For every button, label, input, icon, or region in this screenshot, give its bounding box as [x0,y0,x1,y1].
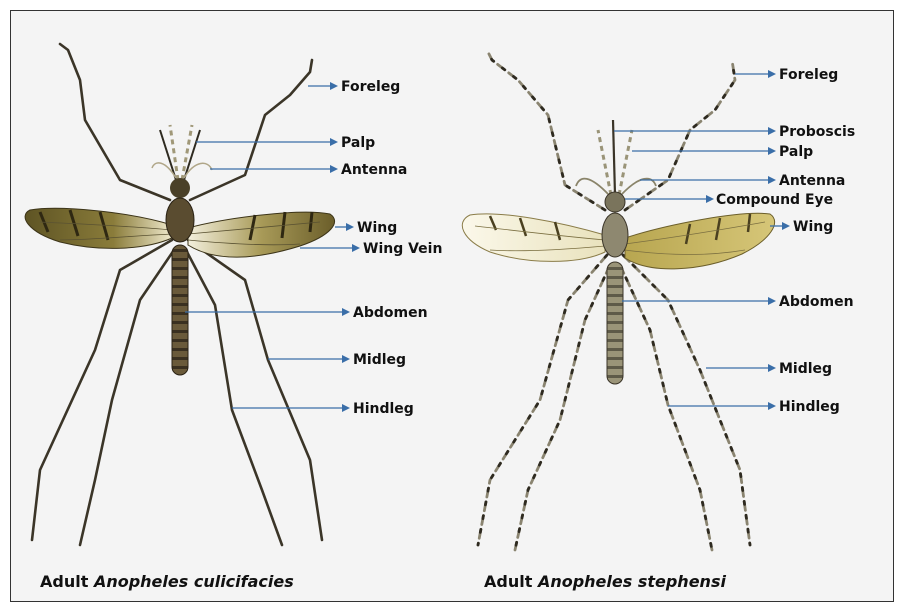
right-midleg-left [478,255,607,545]
callout-left-foreleg: Foreleg [308,79,400,95]
label-left-midleg: Midleg [353,352,406,368]
label-left-foreleg: Foreleg [341,79,400,95]
left-foreleg-right [190,60,312,200]
label-left-abdomen: Abdomen [353,305,428,321]
label-right-midleg: Midleg [779,361,832,377]
callout-right-wing: Wing [770,219,833,235]
callout-right-abdomen: Abdomen [622,294,854,310]
callout-left-wing: Wing [335,220,397,236]
label-left-palp: Palp [341,135,375,151]
left-antenna-right [184,130,200,180]
callout-left-hindleg: Hindleg [232,401,414,417]
label-right-hindleg: Hindleg [779,399,840,415]
label-right-antenna: Antenna [779,173,845,189]
right-hindleg-left [515,265,610,550]
left-foreleg-left [60,44,170,200]
right-abdomen-body [607,262,623,384]
left-head [170,178,190,198]
callout-left-antenna: Antenna [210,162,407,178]
mosquito-anopheles-culicifacies [25,44,335,545]
right-head [605,192,625,212]
left-abdomen-body [172,245,188,375]
caption-right: Adult Anopheles stephensi [484,572,726,591]
label-right-wing: Wing [793,219,833,235]
callout-left-midleg: Midleg [268,352,406,368]
right-foreleg-left [488,52,605,210]
right-foreleg-right [625,60,735,210]
label-left-wing: Wing [357,220,397,236]
callout-left-wing-vein: Wing Vein [300,241,442,257]
callout-right-midleg: Midleg [706,361,832,377]
left-antenna-left [160,130,176,180]
right-midleg-right [623,255,750,545]
caption-right-prefix: Adult [484,572,538,591]
label-right-proboscis: Proboscis [779,124,855,140]
callout-right-foreleg: Foreleg [735,67,838,83]
callout-right-compound-eye: Compound Eye [625,192,833,208]
right-antenna-left [576,179,609,195]
callout-right-hindleg: Hindleg [668,399,840,415]
callout-left-abdomen: Abdomen [185,305,428,321]
caption-left-prefix: Adult [40,572,94,591]
callout-left-palp: Palp [196,135,375,151]
label-left-wing-vein: Wing Vein [363,241,442,257]
right-thorax [602,213,628,257]
caption-left-species: Anopheles culicifacies [92,572,294,591]
left-hindleg-right [186,250,282,545]
label-left-antenna: Antenna [341,162,407,178]
caption-right-species: Anopheles stephensi [536,572,727,591]
right-palp-right [619,130,632,195]
right-hindleg-right [620,265,712,550]
left-midleg-right [188,240,322,540]
callout-right-palp: Palp [632,144,813,160]
callout-right-proboscis: Proboscis [614,124,855,140]
left-hindleg-left [80,250,174,545]
label-right-abdomen: Abdomen [779,294,854,310]
left-thorax [166,198,194,242]
label-right-compound-eye: Compound Eye [716,192,833,208]
label-right-palp: Palp [779,144,813,160]
label-right-foreleg: Foreleg [779,67,838,83]
caption-left: Adult Anopheles culicifacies [40,572,294,591]
label-left-hindleg: Hindleg [353,401,414,417]
